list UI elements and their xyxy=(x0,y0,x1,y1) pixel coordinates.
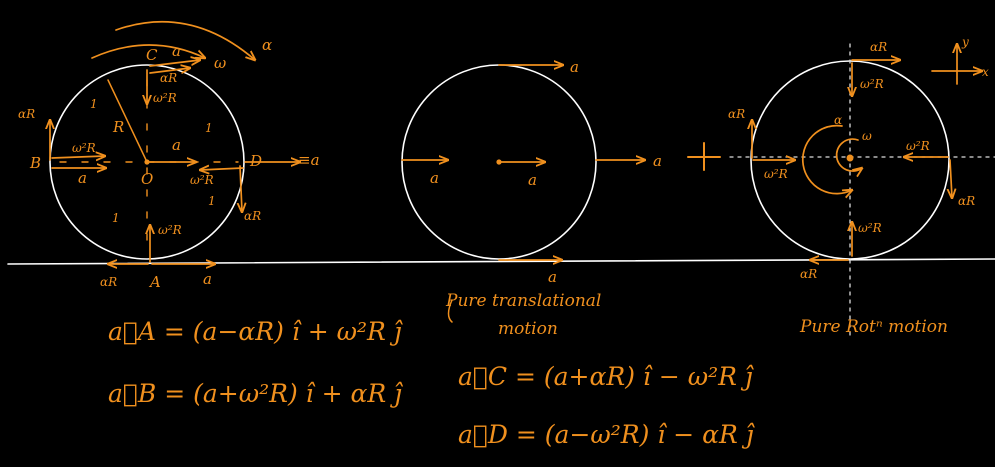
right-label-w2R-left: ω²R xyxy=(764,167,788,181)
mid-label-a-right: a xyxy=(653,152,662,170)
left-label-w2R-D: ω²R xyxy=(190,173,214,187)
left-label-aR-B: αR xyxy=(18,107,35,121)
right-center-dot xyxy=(846,154,854,162)
left-label-a-B: a xyxy=(78,169,87,187)
mid-center-dot xyxy=(496,159,502,165)
mid-caption-curl xyxy=(447,299,453,323)
left-label-a-center: a xyxy=(172,136,181,154)
left-label-a-top: a xyxy=(172,42,181,60)
left-alpha-arc xyxy=(115,20,255,60)
left-label-a-A: a xyxy=(203,270,212,288)
left-label-C: C xyxy=(146,46,158,64)
right-label-aR-bottom: αR xyxy=(800,267,817,281)
left-label-w2R-top: ω²R xyxy=(153,91,177,105)
right-label-w2R-right: ω²R xyxy=(906,139,930,153)
left-label-R: R xyxy=(112,118,124,136)
right-omega-arc xyxy=(835,138,862,171)
left-label-D: D xyxy=(249,152,262,170)
right-alpha-arc xyxy=(801,124,852,194)
left-label-aR-A: αR xyxy=(100,275,117,289)
right-label-w2R-bottom: ω²R xyxy=(858,221,882,235)
left-label-A: A xyxy=(148,273,161,291)
left-C-a-arrow xyxy=(149,60,200,67)
left-tick-2: 1 xyxy=(205,121,213,135)
left-D-aR-arrow xyxy=(240,165,242,212)
right-label-omega: ω xyxy=(862,129,872,143)
mid-label-a-top: a xyxy=(570,58,579,76)
left-label-aR-top: αR xyxy=(160,71,177,85)
left-label-w2R-A: ω²R xyxy=(158,223,182,237)
right-label-aR-right: αR xyxy=(958,194,975,208)
left-tick-4: 1 xyxy=(208,194,216,208)
left-label-B: B xyxy=(29,154,41,172)
mid-caption-line2: motion xyxy=(498,319,558,339)
mid-label-a-center: a xyxy=(528,171,537,189)
left-label-O: O xyxy=(141,170,153,188)
left-B-w2R-arrow xyxy=(51,156,105,158)
left-label-aR-D: αR xyxy=(244,209,261,223)
left-tick-3: 1 xyxy=(112,211,120,225)
left-wheel xyxy=(49,64,245,260)
left-tick-1: 1 xyxy=(90,97,98,111)
mid-label-a-left: a xyxy=(430,169,439,187)
left-C-aR-arrow xyxy=(149,68,190,73)
right-right-aR-arrow xyxy=(950,159,952,198)
left-label-omega: ω xyxy=(214,54,226,72)
equation-aD: a⃗D = (a−ω²R) î − αR ĵ xyxy=(458,420,755,449)
right-label-aR-top: αR xyxy=(870,40,887,54)
mid-label-a-bottom: a xyxy=(548,268,557,286)
left-D-w2R-arrow xyxy=(200,168,244,170)
left-radius-line xyxy=(107,79,148,163)
equation-aC: a⃗C = (a+αR) î − ω²R ĵ xyxy=(458,362,754,391)
left-label-alpha: α xyxy=(262,36,272,54)
left-label-w2R-B: ω²R xyxy=(72,141,96,155)
left-label-Ea: ≡a xyxy=(298,151,320,169)
right-label-aR-left: αR xyxy=(728,107,745,121)
right-label-w2R-top: ω²R xyxy=(860,77,884,91)
left-omega-arc xyxy=(91,44,205,58)
axis-label-x: x xyxy=(982,65,989,79)
left-center-dot xyxy=(144,159,150,165)
right-label-alpha: α xyxy=(834,113,842,127)
right-caption: Pure Rotⁿ motion xyxy=(799,317,948,337)
mid-caption-line1: Pure translational xyxy=(445,291,601,311)
equation-aA: a⃗A = (a−αR) î + ω²R ĵ xyxy=(108,317,403,346)
axis-label-y: y xyxy=(961,35,969,49)
equation-aB: a⃗B = (a+ω²R) î + αR ĵ xyxy=(108,379,403,408)
